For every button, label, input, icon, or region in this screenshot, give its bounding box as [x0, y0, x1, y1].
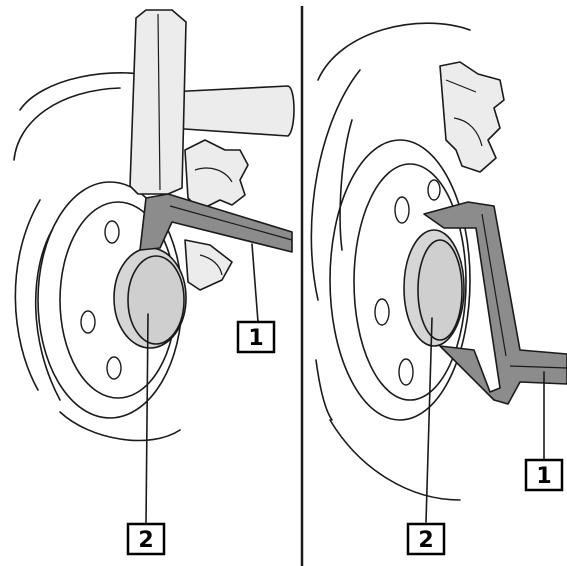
- left-stud-hole-1: [104, 220, 120, 244]
- right-label-1-text: 1: [536, 464, 551, 489]
- hammer-handle: [167, 85, 295, 137]
- left-stud-hole-3: [106, 356, 122, 380]
- right-stud-hole-3: [398, 358, 414, 386]
- right-stud-hole-4: [427, 179, 441, 201]
- right-tool: [423, 201, 567, 405]
- right-label-1: 1: [524, 458, 564, 492]
- left-label-1: 1: [236, 320, 276, 354]
- right-stud-hole-1: [394, 196, 410, 224]
- hammer-head: [129, 9, 187, 195]
- hammer: [129, 9, 295, 195]
- right-panel: 1 2: [310, 22, 567, 556]
- left-leader-1: [251, 243, 259, 323]
- right-stud-hole-2: [374, 298, 390, 326]
- right-label-2: 2: [406, 522, 446, 556]
- left-brake-disc: [13, 72, 187, 442]
- left-label-2: 2: [126, 522, 166, 556]
- right-leader-2: [425, 317, 433, 523]
- left-leader-2: [145, 313, 149, 525]
- right-brake-disc: [310, 22, 471, 501]
- left-label-1-text: 1: [248, 326, 263, 351]
- left-caliper: [184, 139, 249, 291]
- left-label-2-text: 2: [138, 528, 153, 553]
- right-caliper: [439, 61, 505, 173]
- left-panel: 1 2: [13, 9, 295, 556]
- left-tool: [139, 193, 293, 253]
- right-label-2-text: 2: [418, 528, 433, 553]
- left-stud-hole-2: [80, 310, 96, 334]
